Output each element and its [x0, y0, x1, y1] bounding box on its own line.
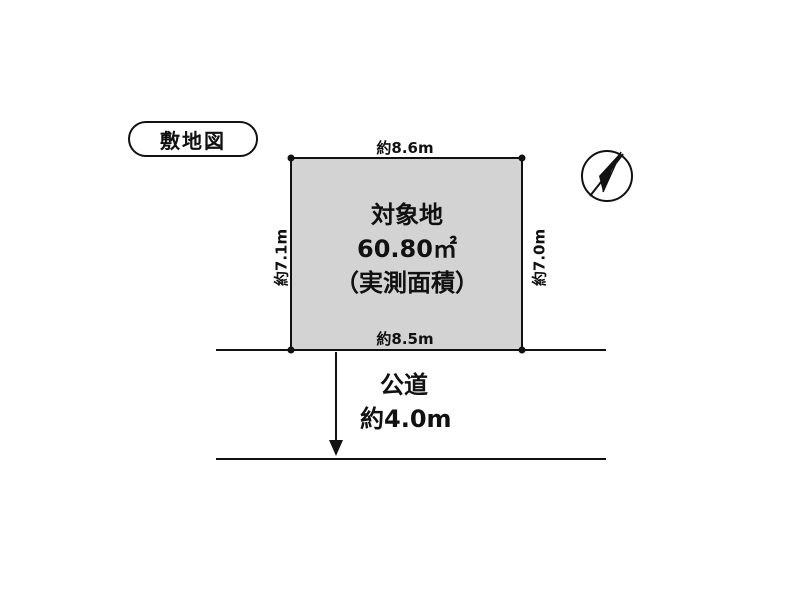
site-area-note: （実測面積） [335, 269, 479, 297]
road-name: 公道 [380, 371, 428, 399]
road-width-arrow-head [329, 440, 343, 456]
road-info: 公道 約4.0m [360, 368, 470, 436]
site-area: 60.80㎡ [357, 235, 457, 263]
site-info: 対象地 60.80㎡ （実測面積） [291, 198, 523, 300]
dimension-right: 約7.0m [530, 228, 549, 287]
corner-dot [287, 154, 295, 162]
dimension-left: 約7.1m [272, 228, 291, 287]
north-arrow-icon [581, 150, 633, 202]
site-name: 対象地 [371, 201, 443, 229]
dimension-top: 約8.6m [376, 139, 434, 157]
map-title: 敷地図 [128, 121, 258, 157]
corner-dot [518, 154, 526, 162]
dimension-bottom: 約8.5m [376, 330, 434, 348]
road-width: 約4.0m [360, 405, 452, 433]
